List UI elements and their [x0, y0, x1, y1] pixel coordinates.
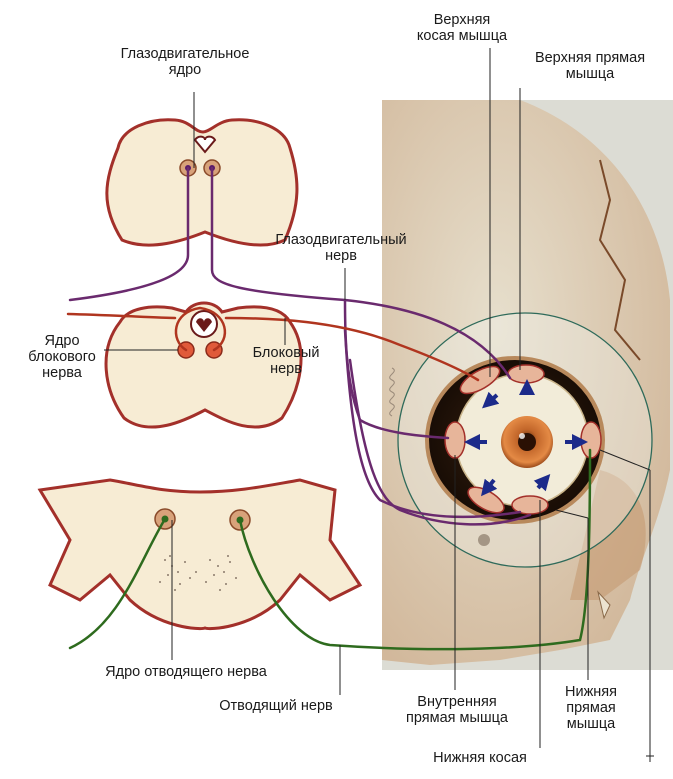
medial-rectus-muscle	[445, 422, 465, 458]
label-trochlear-nerve: Блоковый нерв	[236, 345, 336, 377]
superior-rectus-muscle	[508, 365, 544, 383]
label-superior-rectus: Верхняя прямая мышца	[510, 50, 670, 82]
midbrain-section	[107, 120, 297, 245]
label-inferior-oblique: Нижняя косая	[400, 750, 560, 766]
medulla-outline	[40, 480, 360, 629]
label-trochlear-nucleus: Ядро блокового нерва	[22, 333, 102, 381]
label-abducens-nucleus: Ядро отводящего нерва	[76, 664, 296, 680]
optic-foramen	[478, 534, 490, 546]
skull-illustration	[382, 100, 673, 670]
pupil-highlight	[519, 433, 525, 439]
label-abducens-nerve: Отводящий нерв	[196, 698, 356, 714]
label-medial-rectus: Внутренняя прямая мышца	[392, 694, 522, 726]
label-oculomotor-nucleus: Глазодвигательное ядро	[100, 46, 270, 78]
label-superior-oblique: Верхняя косая мышца	[398, 12, 526, 44]
label-oculomotor-nerve: Глазодвигательный нерв	[256, 232, 426, 264]
medulla-section	[40, 480, 360, 629]
label-inferior-rectus: Нижняя прямая мышца	[548, 684, 634, 732]
